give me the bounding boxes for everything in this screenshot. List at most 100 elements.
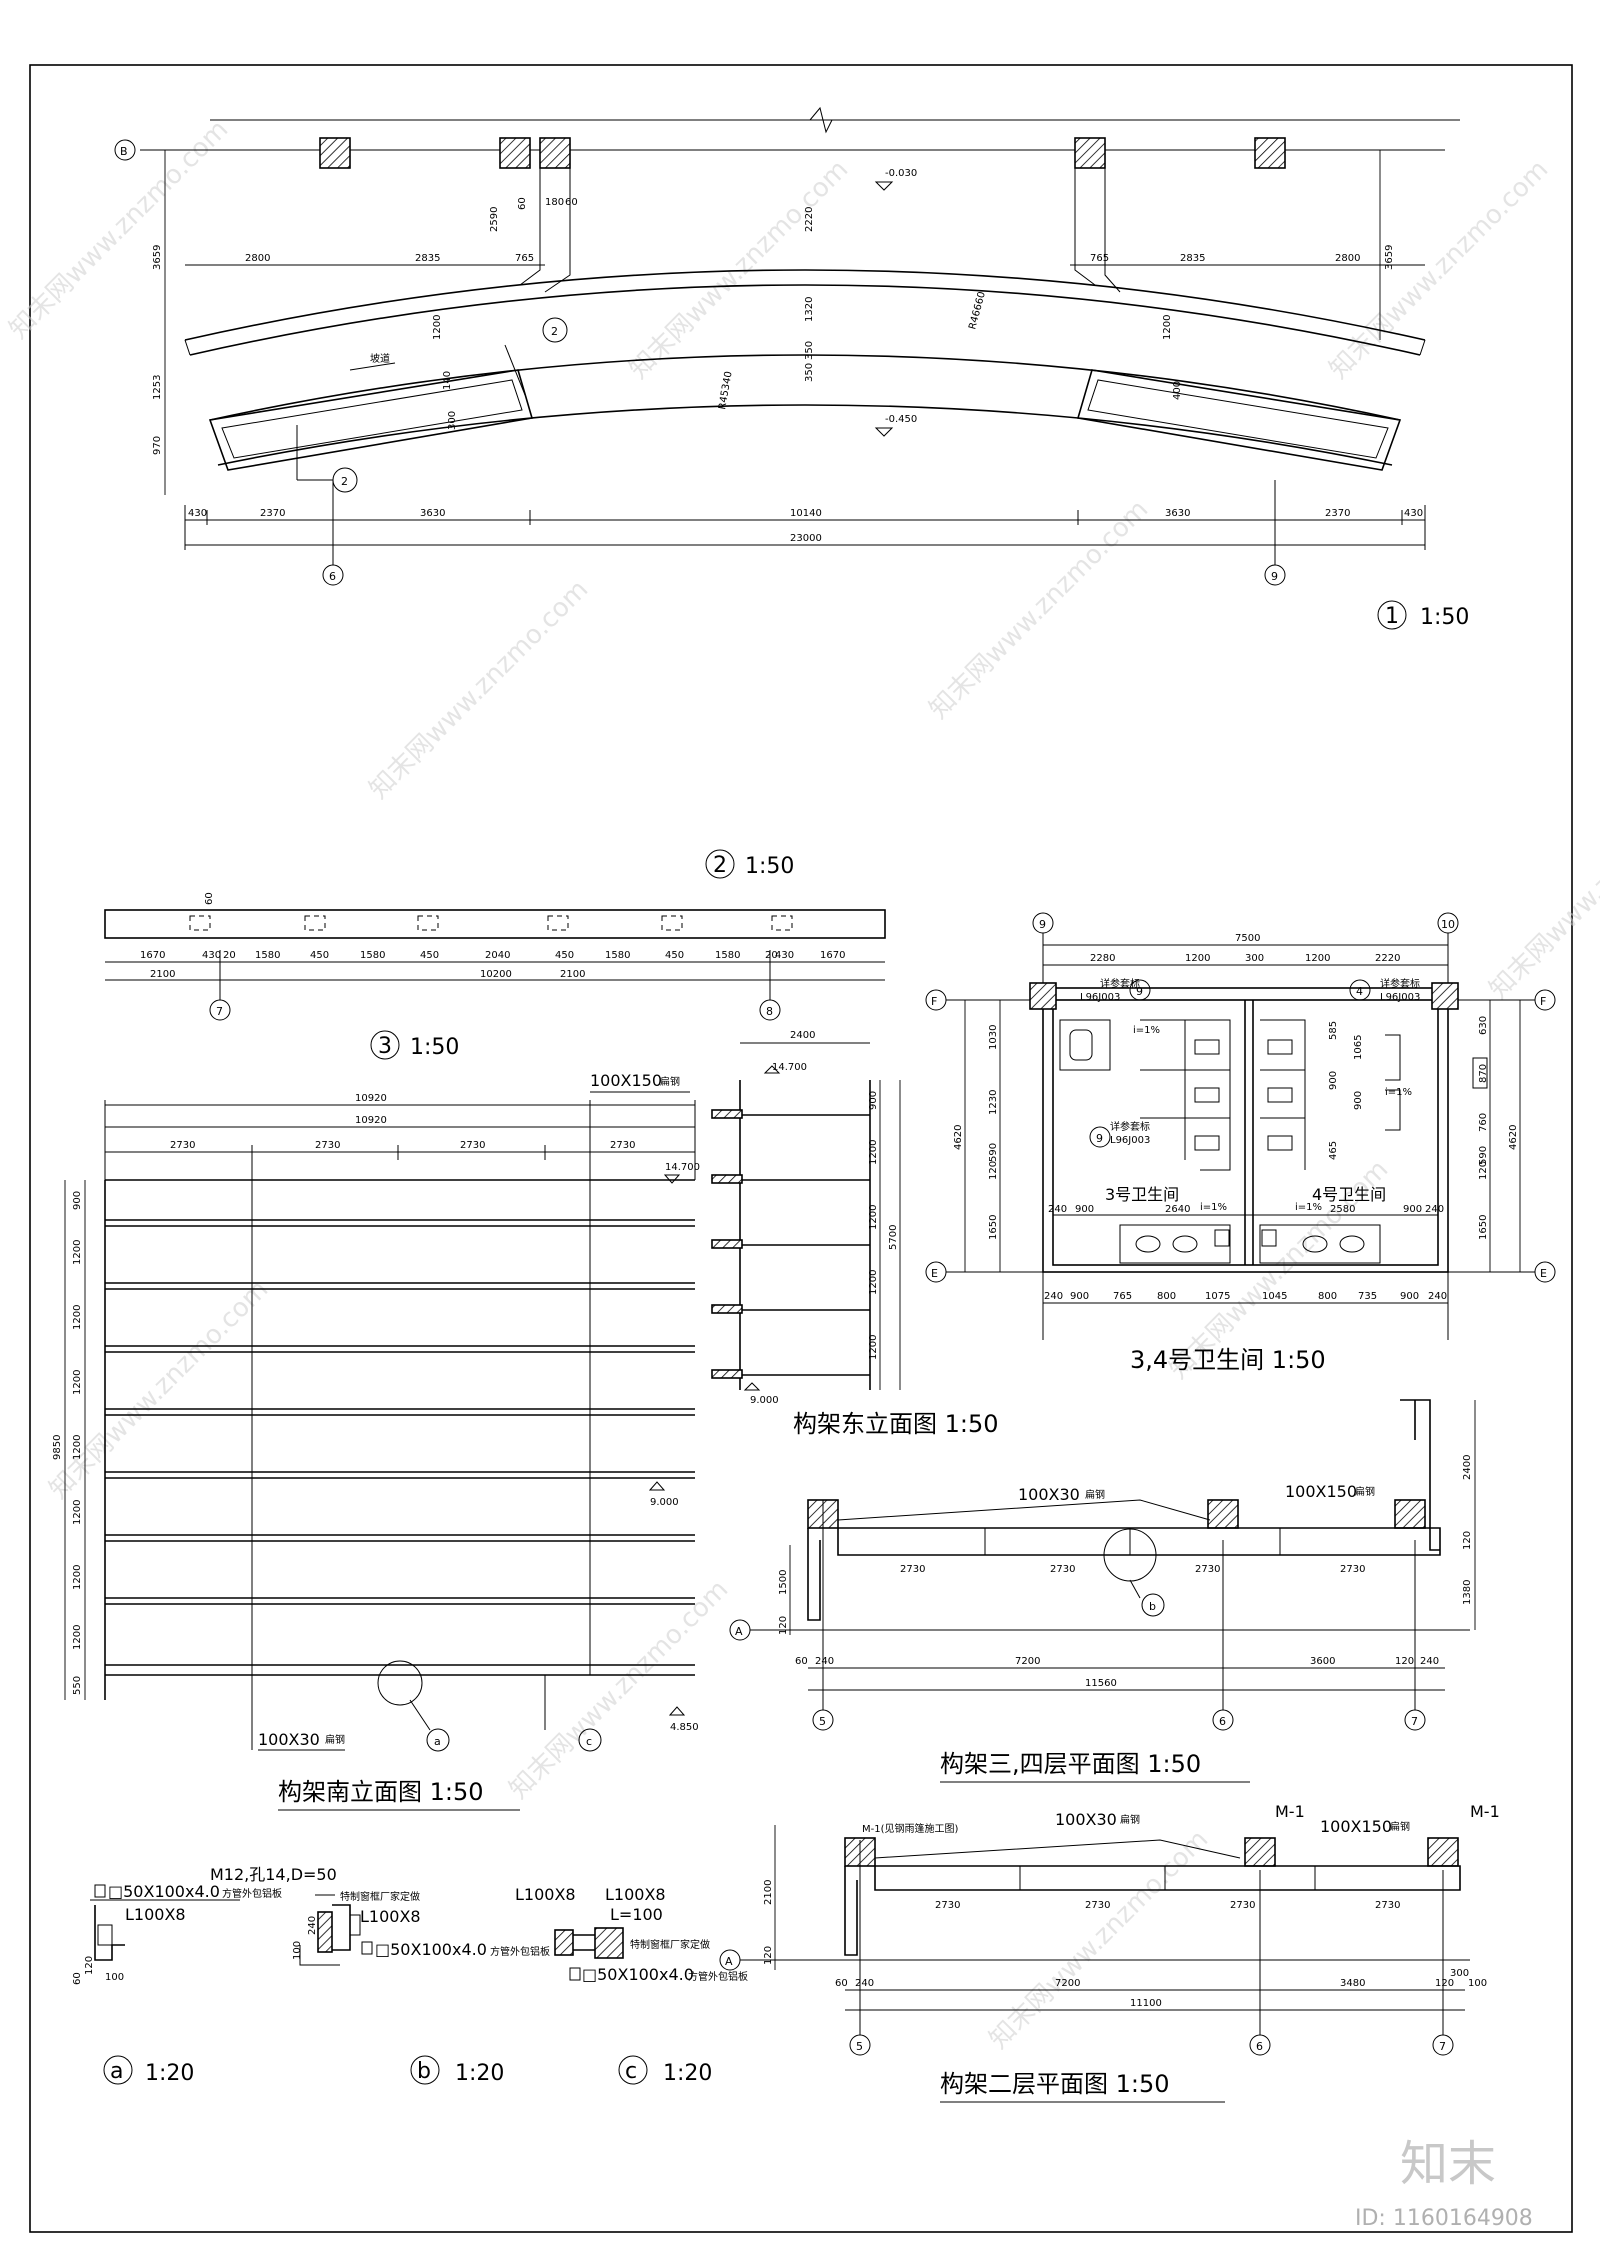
dim: 3630: [420, 508, 445, 519]
detail-a-tube-note: 方管外包铝板: [222, 1887, 282, 1900]
detail-c-tube: □50X100x4.0: [582, 1965, 694, 1984]
dim: 900: [1353, 1091, 1364, 1110]
axis-8: 8: [766, 1005, 773, 1018]
dim: 465: [1328, 1141, 1339, 1160]
dim: 1230: [988, 1090, 999, 1115]
label-100x30: 100X30: [1018, 1485, 1080, 1504]
dim: 900: [1070, 1291, 1089, 1302]
m1-mid: M-1: [1275, 1802, 1305, 1821]
column: [499, 137, 531, 169]
dim: 1200: [72, 1305, 83, 1330]
plan-1: B -0.030 -0.450 坡道 R46660 R45340: [114, 106, 1469, 630]
detail2-scale: 1:50: [745, 854, 794, 879]
dim: 100: [1468, 1978, 1487, 1989]
inner-arc: [209, 354, 1401, 421]
axis-10: 10: [1441, 918, 1455, 931]
detail-c-label: c: [625, 2059, 637, 2084]
dim: 870: [1478, 1064, 1489, 1083]
dim: 430: [775, 950, 794, 961]
image-id: ID: 1160164908: [1355, 2206, 1533, 2231]
detail-b-angle: L100X8: [360, 1907, 421, 1926]
label-steel-2: 扁钢: [1390, 1820, 1410, 1833]
dim: 900: [1328, 1071, 1339, 1090]
dim: 9850: [52, 1435, 63, 1460]
dim: 3659: [152, 245, 163, 270]
dim: 10920: [355, 1093, 387, 1104]
sheet-border: [29, 64, 1573, 2233]
dim: 60: [72, 1972, 83, 1985]
floor-2-plan: M-1(见钢雨篷施工图) 100X30 扁钢 M-1 100X150 扁钢 M-…: [719, 1802, 1500, 2103]
dim: 5700: [888, 1225, 899, 1250]
dim: 3659: [1384, 245, 1395, 270]
dim: 300: [447, 411, 458, 430]
axis-5: 5: [856, 2040, 863, 2053]
callout-2: 2: [551, 325, 558, 338]
dim: 1670: [820, 950, 845, 961]
dim: 2100: [560, 969, 585, 980]
dim: 1200: [72, 1435, 83, 1460]
dim: 2590: [489, 207, 500, 232]
watermark-text: 知末网www.znzmo.com: [984, 1824, 1215, 2055]
detail3-scale: 1:50: [410, 1035, 459, 1060]
label-steel-2: 扁钢: [1355, 1485, 1375, 1498]
dim: 1580: [715, 950, 740, 961]
dim: 3600: [1310, 1656, 1335, 1667]
detail-b: M12,孔14,D=50 特制窗框厂家定做 L100X8 240 100 □50…: [210, 1865, 550, 2086]
dim: 1200: [1185, 953, 1210, 964]
watermark-text: 知末网www.znzmo.com: [1484, 774, 1600, 1005]
dim: 1200: [868, 1205, 879, 1230]
ref-num-2: 4: [1356, 985, 1363, 998]
dim: 1200: [432, 315, 443, 340]
dim: 10920: [355, 1115, 387, 1126]
m1-left: M-1(见钢雨篷施工图): [862, 1822, 958, 1835]
label-100x150: 100X150: [590, 1071, 662, 1090]
ref-num: 9: [1136, 985, 1143, 998]
detail-a-label: a: [110, 2059, 123, 2084]
ramp-label: 坡道: [370, 352, 390, 365]
dim: 240: [1044, 1291, 1063, 1302]
dim: 735: [1358, 1291, 1377, 1302]
dim: 240: [1425, 1204, 1444, 1215]
detail-2: 2 1:50 60 1670 430 20 1580 450 1580 450 …: [104, 849, 886, 1021]
dim: 3630: [1165, 508, 1190, 519]
dim: 120: [84, 1956, 95, 1975]
dim: 7200: [1055, 1978, 1080, 1989]
dim: 1500: [778, 1570, 789, 1595]
dim: 120: [1435, 1978, 1454, 1989]
dim: 10140: [790, 508, 822, 519]
slope: i=1%: [1133, 1025, 1160, 1036]
dim: 2730: [1375, 1900, 1400, 1911]
dim: 120: [763, 1946, 774, 1965]
dim: 120: [1462, 1531, 1473, 1550]
dim: 2800: [1335, 253, 1360, 264]
dim: 800: [1318, 1291, 1337, 1302]
dim: 765: [1090, 253, 1109, 264]
dim: 400: [1172, 381, 1183, 400]
dim: 430: [1404, 508, 1423, 519]
label-steel: 扁钢: [1120, 1813, 1140, 1826]
axis-e-r: E: [1540, 1267, 1547, 1280]
dim: 60: [835, 1978, 848, 1989]
dim: 2730: [900, 1564, 925, 1575]
axis-5: 5: [819, 1715, 826, 1728]
dim: 10200: [480, 969, 512, 980]
dim: 11100: [1130, 1998, 1162, 2009]
label-steel: 扁钢: [1085, 1488, 1105, 1501]
dim: 2730: [610, 1140, 635, 1151]
axis-6: 6: [329, 570, 336, 583]
dim: 120: [988, 1161, 999, 1180]
louver-rows: [105, 1219, 695, 1666]
watermark-text: 知末网www.znzmo.com: [364, 574, 595, 805]
dim: 450: [665, 950, 684, 961]
floor-3-4-plan: 2400 120 1380 100X30 扁钢 100X150 扁钢 2730 …: [729, 1399, 1476, 1783]
dim: 120: [778, 1616, 789, 1635]
dim: 1200: [868, 1140, 879, 1165]
axis-f: F: [931, 995, 937, 1008]
detail-c-angle-b: L100X8: [605, 1885, 666, 1904]
watermark-text: 知末网www.znzmo.com: [1324, 154, 1555, 385]
dim: 2730: [170, 1140, 195, 1151]
label-steel: 扁钢: [660, 1075, 680, 1088]
ref-code: L96J003: [1080, 992, 1120, 1003]
axis-7: 7: [216, 1005, 223, 1018]
louver-profiles: [711, 1109, 743, 1379]
